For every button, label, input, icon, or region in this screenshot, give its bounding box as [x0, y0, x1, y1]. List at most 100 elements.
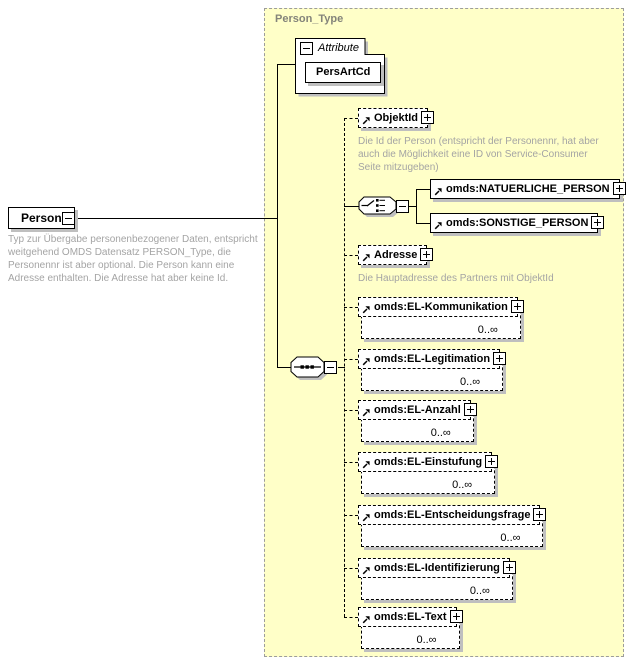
connector-seq-stub-left	[277, 367, 291, 368]
connector-stub-sonstige	[416, 223, 430, 224]
expand-icon[interactable]	[493, 352, 507, 365]
element-ref-icon	[362, 306, 370, 314]
element-ref-icon	[362, 461, 370, 469]
connector-stub-natuerliche	[416, 189, 430, 190]
connector-stub-objektid	[344, 118, 358, 119]
connector-stub-adresse	[344, 255, 358, 256]
row-objektid: ObjektId Die Id der Person (entspricht d…	[358, 108, 599, 174]
element-objektid-label: ObjektId	[374, 112, 419, 124]
connector-choice-branch-stub	[409, 206, 416, 207]
element-el-text[interactable]: omds:EL-Text	[358, 607, 463, 627]
element-person-label: Person	[21, 211, 62, 225]
element-ref-icon	[362, 358, 370, 366]
element-ref-icon	[362, 117, 370, 125]
element-ref-icon	[362, 254, 370, 262]
person-annotation: Typ zur Übergabe personenbezogener Daten…	[8, 234, 258, 284]
element-natuerliche-person[interactable]: omds:NATUERLICHE_PERSON	[430, 179, 626, 199]
expand-icon[interactable]	[463, 403, 477, 416]
expand-icon[interactable]	[510, 300, 524, 313]
element-el-entscheidungsfrage-label: omds:EL-Entscheidungsfrage	[374, 509, 531, 521]
occurrence-label: 0..∞	[452, 479, 473, 491]
row-el-anzahl: omds:EL-Anzahl 0..∞	[358, 400, 477, 442]
expand-icon[interactable]	[485, 455, 499, 468]
expand-icon[interactable]	[612, 182, 626, 195]
sequence-icon-dot	[305, 365, 309, 369]
element-adresse[interactable]: Adresse	[358, 245, 434, 265]
element-el-anzahl-label: omds:EL-Anzahl	[374, 404, 461, 416]
element-ref-icon	[434, 188, 442, 196]
choice-icon-arm	[366, 199, 375, 207]
connector-choice-branch	[416, 189, 417, 224]
objektid-annotation: Die Id der Person (entspricht der Person…	[358, 136, 599, 173]
sequence-icon-dot	[300, 365, 304, 369]
element-el-legitimation[interactable]: omds:EL-Legitimation	[358, 349, 507, 369]
expand-icon[interactable]	[421, 111, 435, 124]
expand-icon[interactable]	[533, 508, 547, 521]
connector-stub-text	[344, 617, 358, 618]
choice-icon-dot	[376, 199, 379, 202]
element-el-legitimation-label: omds:EL-Legitimation	[374, 353, 491, 365]
element-adresse-label: Adresse	[374, 249, 418, 261]
choice-icon[interactable]	[358, 196, 403, 221]
element-el-identifizierung-label: omds:EL-Identifizierung	[374, 562, 500, 574]
row-el-entscheidungsfrage: omds:EL-Entscheidungsfrage 0..∞	[358, 505, 547, 547]
element-sonstige-person-label: omds:SONSTIGE_PERSON	[446, 217, 589, 229]
attribute-persartcd-label: PersArtCd	[316, 66, 371, 78]
row-el-kommunikation: omds:EL-Kommunikation 0..∞	[358, 297, 524, 339]
row-el-identifizierung: omds:EL-Identifizierung 0..∞	[358, 558, 516, 600]
occurrence-label: 0..∞	[477, 324, 498, 336]
element-sonstige-person[interactable]: omds:SONSTIGE_PERSON	[430, 213, 605, 233]
occurrence-label: 0..∞	[430, 427, 451, 439]
expand-icon[interactable]	[420, 248, 434, 261]
element-el-anzahl[interactable]: omds:EL-Anzahl	[358, 400, 477, 420]
expand-icon[interactable]	[502, 561, 516, 574]
occurrence-label: 0..∞	[469, 585, 490, 597]
row-el-text: omds:EL-Text 0..∞	[358, 607, 463, 649]
row-sonstige-person: omds:SONSTIGE_PERSON	[430, 213, 605, 233]
choice-icon-dot	[376, 204, 379, 207]
element-person[interactable]: Person	[8, 207, 75, 229]
connector-sequence-trunk	[344, 118, 345, 617]
sequence-icon[interactable]	[290, 356, 332, 384]
person-type-title: Person_Type	[275, 13, 344, 25]
connector-attr-stub	[277, 64, 295, 65]
connector-stub-kommunikation	[344, 307, 358, 308]
element-el-kommunikation[interactable]: omds:EL-Kommunikation	[358, 297, 524, 317]
row-el-einstufung: omds:EL-Einstufung 0..∞	[358, 452, 499, 494]
occurrence-label: 0..∞	[460, 376, 481, 388]
element-ref-icon	[362, 409, 370, 417]
attribute-persartcd[interactable]: PersArtCd	[305, 62, 382, 83]
collapse-icon[interactable]	[300, 42, 313, 55]
expand-icon[interactable]	[591, 216, 605, 229]
element-el-einstufung[interactable]: omds:EL-Einstufung	[358, 452, 499, 472]
connector-stub-legitimation	[344, 359, 358, 360]
connector-person-to-type	[76, 218, 277, 219]
connector-stub-choice	[344, 206, 360, 207]
element-el-text-label: omds:EL-Text	[374, 611, 447, 623]
element-ref-icon	[362, 567, 370, 575]
collapse-icon[interactable]	[396, 200, 409, 213]
collapse-icon[interactable]	[324, 361, 337, 374]
adresse-annotation: Die Hauptadresse des Partners mit Objekt…	[358, 273, 554, 284]
element-el-kommunikation-label: omds:EL-Kommunikation	[374, 301, 508, 313]
element-el-entscheidungsfrage[interactable]: omds:EL-Entscheidungsfrage	[358, 505, 547, 525]
element-ref-icon	[362, 616, 370, 624]
collapse-icon[interactable]	[62, 212, 75, 225]
occurrence-label: 0..∞	[416, 634, 437, 646]
expand-icon[interactable]	[449, 610, 463, 623]
choice-icon-dot	[376, 209, 379, 212]
connector-stub-identifizierung	[344, 568, 358, 569]
connector-trunk-main	[277, 64, 278, 368]
row-el-legitimation: omds:EL-Legitimation 0..∞	[358, 349, 507, 391]
element-natuerliche-person-label: omds:NATUERLICHE_PERSON	[446, 183, 610, 195]
element-el-einstufung-label: omds:EL-Einstufung	[374, 456, 483, 468]
attribute-group-label: Attribute	[318, 42, 359, 54]
element-objektid[interactable]: ObjektId	[358, 108, 435, 128]
connector-stub-einstufung	[344, 462, 358, 463]
element-el-identifizierung[interactable]: omds:EL-Identifizierung	[358, 558, 516, 578]
connector-seq-stub-right	[338, 367, 345, 368]
element-ref-icon	[362, 514, 370, 522]
connector-stub-entscheidungsfrage	[344, 515, 358, 516]
sequence-icon-dot	[310, 365, 314, 369]
